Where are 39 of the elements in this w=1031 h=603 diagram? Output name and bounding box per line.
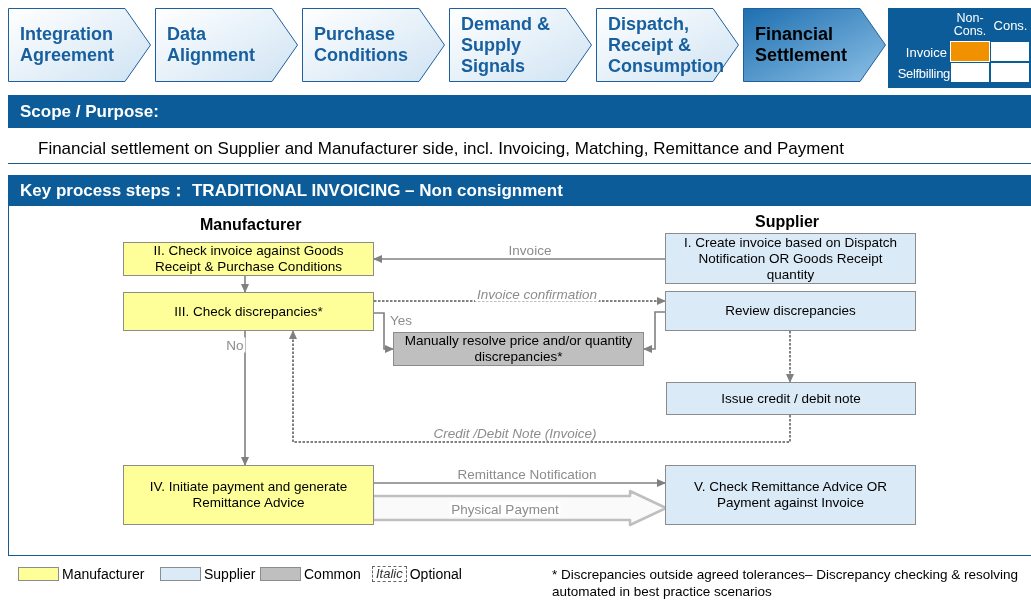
legend-label: Manufacturer: [62, 566, 145, 582]
column-header: Cons.: [992, 19, 1029, 33]
process-box: I. Create invoice based on Dispatch Notification OR Goods Receipt quantity: [665, 233, 916, 284]
phase-tab: Dispatch, Receipt & Consumption: [596, 8, 739, 82]
edge-label: No: [224, 337, 246, 353]
arrow: [241, 275, 249, 293]
legend-label: Optional: [409, 566, 462, 582]
process-box: II. Check invoice against Goods Receipt & Purchase Conditions: [123, 242, 374, 276]
process-box: III. Check discrepancies*: [123, 292, 374, 331]
section-header-bar: Scope / Purpose:: [8, 95, 1031, 128]
row-header: Invoice: [904, 45, 948, 61]
phase-tab: Financial Settlement: [743, 8, 886, 82]
arrow: [373, 255, 666, 263]
lane-header: Manufacturer: [200, 215, 302, 235]
arrow: [373, 312, 394, 353]
phase-tab: Purchase Conditions: [302, 8, 445, 82]
legend-sample-text: Italic: [376, 567, 403, 581]
arrow: [289, 330, 791, 443]
edge-label: Physical Payment: [449, 501, 561, 517]
arrow: [643, 311, 666, 353]
arrow: [373, 479, 666, 487]
process-box: Manually resolve price and/or quantity discrepancies*: [393, 332, 644, 366]
legend-label: Common: [304, 566, 361, 582]
column-header: Non-Cons.: [952, 12, 988, 38]
process-box: IV. Initiate payment and generate Remittance Advice: [123, 465, 374, 525]
arrow: [241, 330, 249, 466]
lane-header: Supplier: [755, 212, 819, 232]
legend-label: Supplier: [204, 566, 256, 582]
purpose-text: Financial settlement on Supplier and Manufacturer side, incl. Invoicing, Matching, Remittance and Payment: [38, 138, 845, 160]
row-header: Selfbilling: [896, 66, 950, 82]
phase-tab: Integration Agreement: [8, 8, 151, 82]
process-box: Review discrepancies: [665, 291, 916, 331]
section-header-bar: Key process steps： TRADITIONAL INVOICING – Non consignment: [8, 175, 1031, 206]
footnote: * Discrepancies outside agreed tolerances– Discrepancy checking & resolving automated in best practice scenarios: [552, 566, 1019, 600]
phase-tab: Demand & Supply Signals: [449, 8, 592, 82]
phase-tab: Data Alignment: [155, 8, 298, 82]
process-box: V. Check Remittance Advice OR Payment against Invoice: [665, 465, 916, 525]
process-box: Issue credit / debit note: [666, 382, 916, 415]
arrow: [786, 330, 794, 383]
